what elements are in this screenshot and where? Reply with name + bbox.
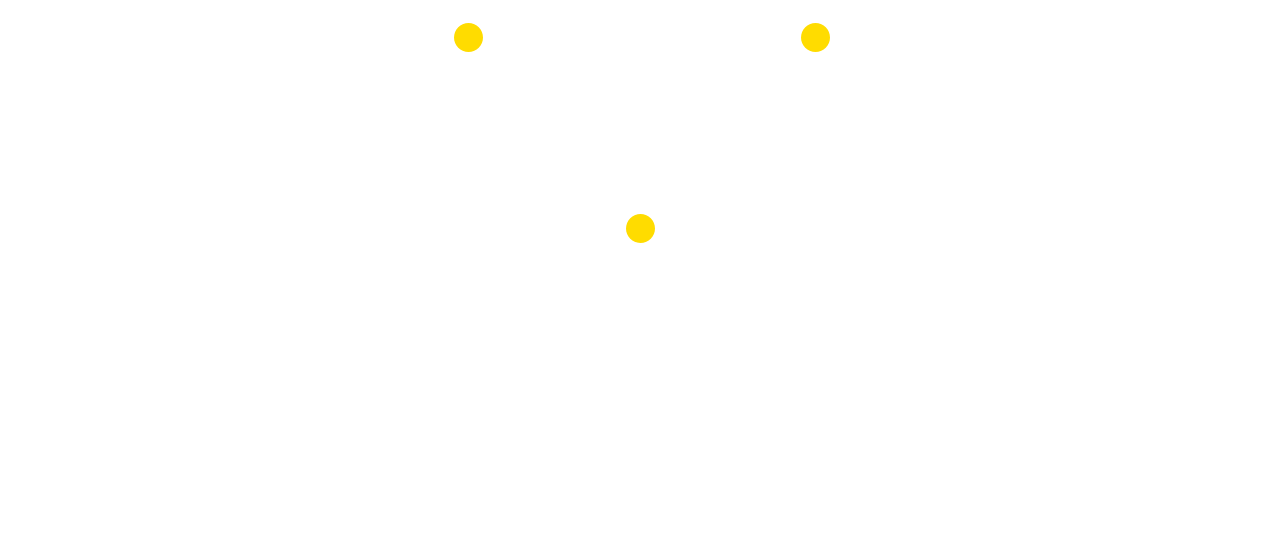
- yellow-dot-top-left: [454, 23, 483, 52]
- yellow-dot-top-right: [801, 23, 830, 52]
- yellow-dot-center: [626, 214, 655, 243]
